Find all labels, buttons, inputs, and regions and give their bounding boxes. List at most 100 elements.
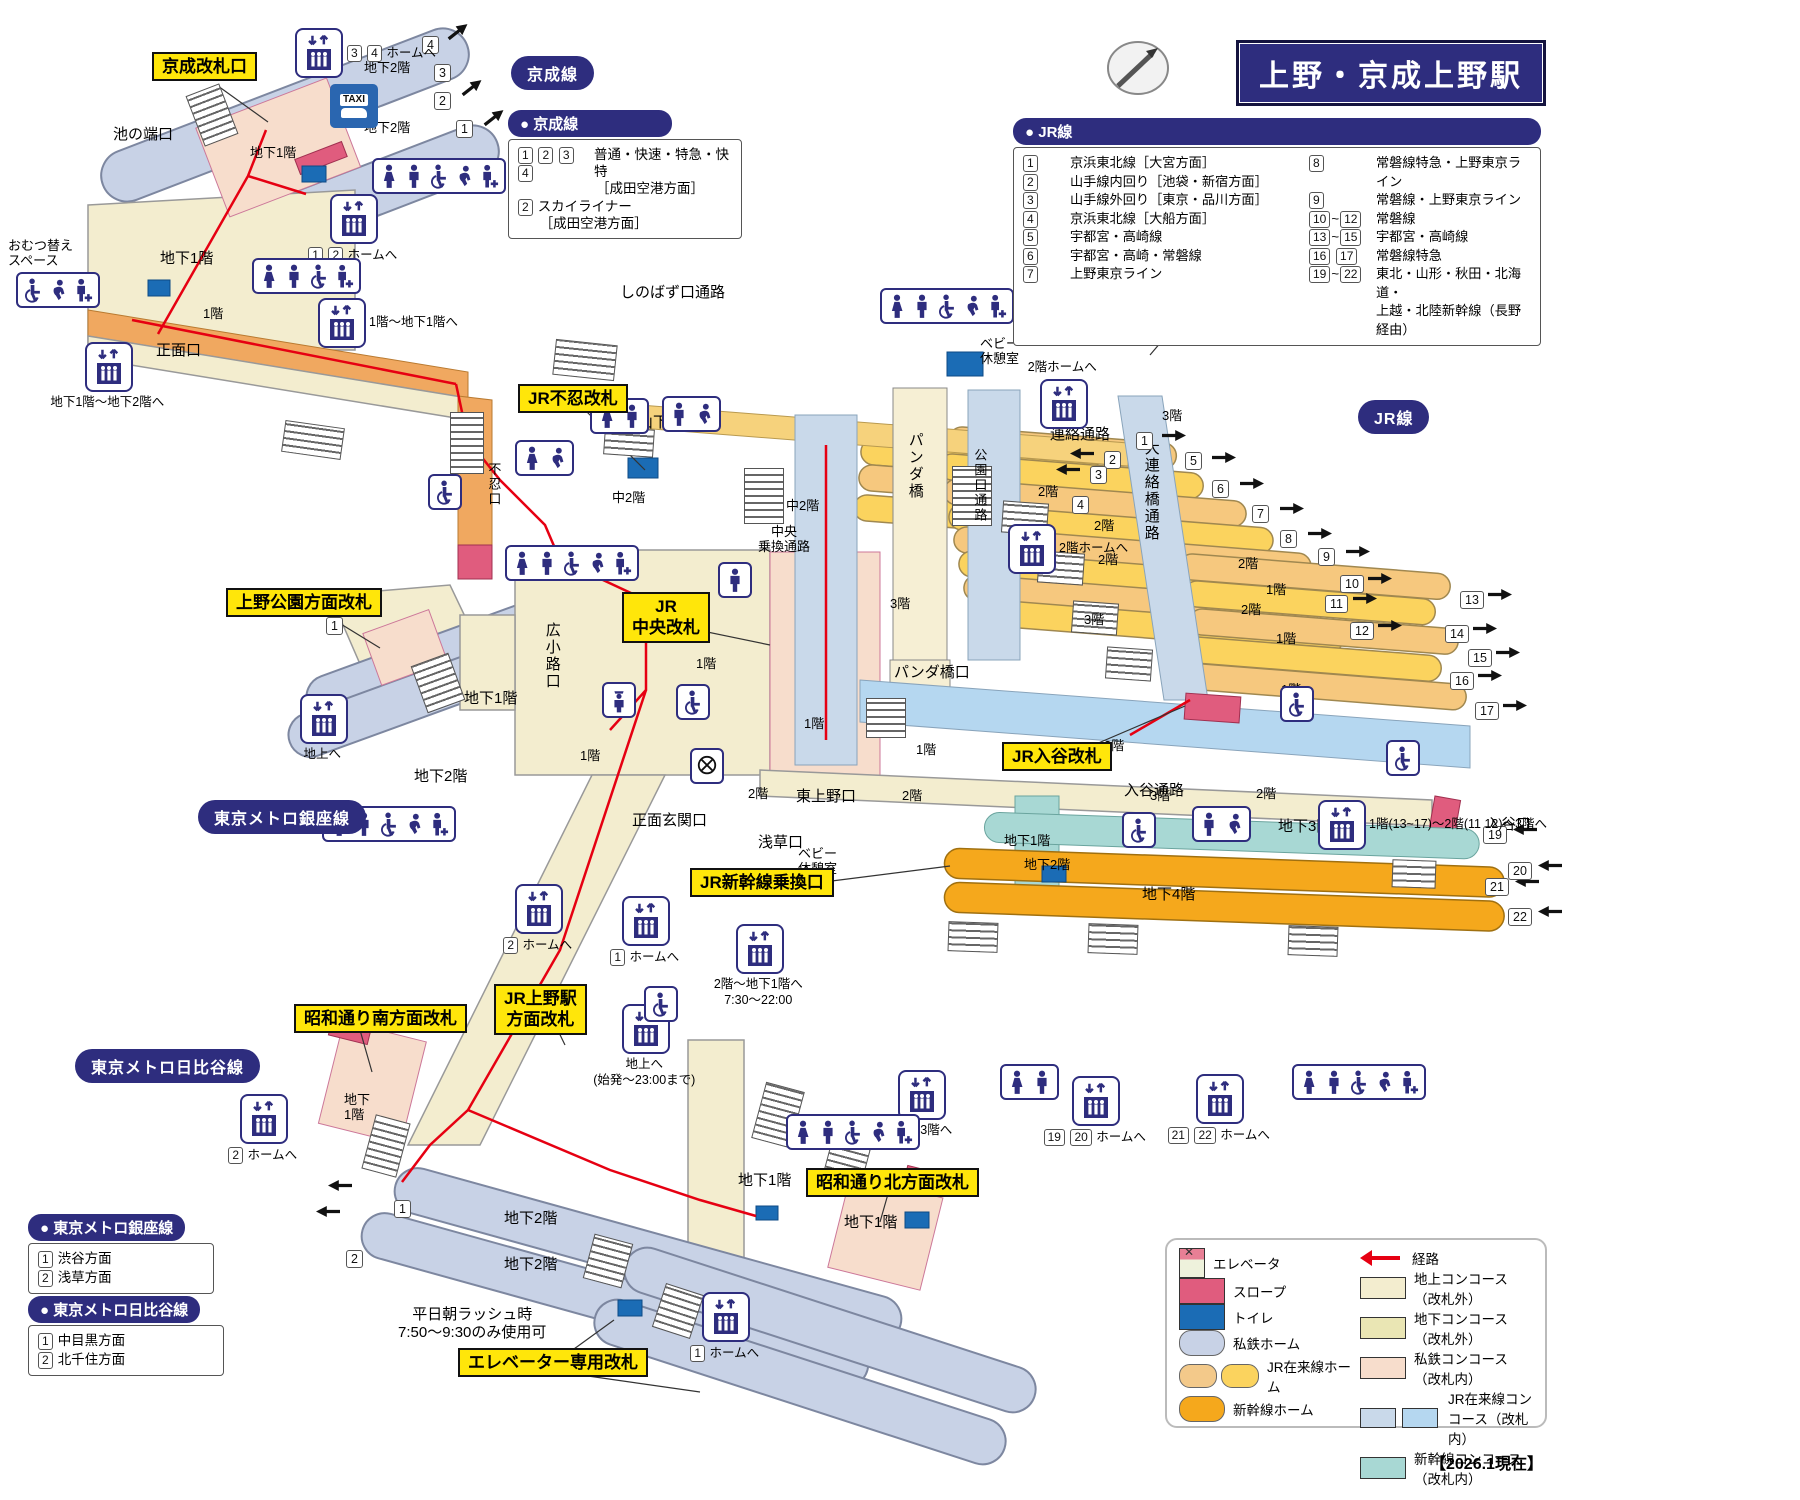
facility-icon-box <box>515 440 574 476</box>
direction-name: 北千住方面 <box>57 1352 126 1367</box>
legend-row: 4 京浜東北線［大船方面］ <box>1022 210 1302 229</box>
stairs-icon <box>1104 646 1154 682</box>
man-icon <box>674 402 684 426</box>
elevator-destination-label: 1 ホームへ <box>689 1345 762 1362</box>
elevator: 2階ホームへ <box>1008 524 1132 574</box>
legend-label: スロープ <box>1233 1285 1287 1300</box>
ticket-gate-label: JR新幹線乗換口 <box>690 868 834 898</box>
ticket-gate-label: JR 中央改札 <box>622 592 710 643</box>
direction-note: ［成田空港方面］ <box>539 216 648 231</box>
legend-row: 地上コンコース（改札外） <box>1360 1268 1533 1308</box>
ticket-gate-label: 上野公園方面改札 <box>226 588 382 618</box>
platform-number-chip: 12 <box>1350 622 1374 640</box>
legend-row: 2 山手線内回り［池袋・新宿方面］ <box>1022 173 1302 192</box>
service-name: 普通・快速・特急・快特 <box>594 147 730 179</box>
map-symbol-legend: エレベータ スロープ トイレ 私鉄ホーム JR在来線ホーム 新幹線ホーム <box>1165 1238 1547 1487</box>
elevator-destination-label: 2 ホームへ <box>502 937 575 954</box>
legend-row: 地下コンコース（改札外） <box>1360 1308 1533 1348</box>
legend-row: 新幹線コンコース（改札内） <box>1360 1448 1533 1488</box>
platform-numbers: 2 <box>517 198 534 232</box>
direction-name: 浅草方面 <box>57 1270 112 1285</box>
map-label: 1階 <box>203 306 224 321</box>
platform-numbers: 5 <box>1022 228 1066 247</box>
platform-numbers: 7 <box>1022 265 1066 284</box>
platform-number-chip: 7 <box>1252 505 1269 523</box>
platform-numbers: 13~15 <box>1308 228 1372 247</box>
legend-header: ● JR線 <box>1013 118 1541 145</box>
man-icon <box>1329 1070 1339 1094</box>
ostomate-icon <box>991 294 1007 318</box>
platform-numbers: 19~22 <box>1308 265 1372 339</box>
legend-row: 16 17 常磐線特急 <box>1308 247 1532 266</box>
legend-row: 2 スカイライナー ［成田空港方面］ <box>517 198 733 232</box>
platform-number-chip: 11 <box>1325 595 1348 613</box>
wheelchair-icon <box>25 278 40 303</box>
wheelchair-icon <box>939 294 954 319</box>
legend-label: エレベータ <box>1213 1257 1281 1272</box>
line-name: 山手線外回り［東京・品川方面］ <box>1070 192 1268 207</box>
map-label: 地下1階 <box>1004 833 1051 848</box>
elevator-icon <box>1196 1074 1244 1124</box>
wheelchair-icon <box>1395 746 1410 771</box>
map-label: 正面玄関口 <box>632 812 708 829</box>
ginza-line-legend: ● 東京メトロ銀座線 1 渋谷方面 2 浅草方面 <box>28 1214 214 1294</box>
platform-numbers: 8 <box>1308 154 1372 191</box>
baby-icon <box>1379 1071 1391 1093</box>
map-label: パンダ橋 <box>906 432 924 500</box>
legend-swatch <box>1360 1357 1406 1379</box>
legend-swatch <box>1360 1408 1440 1428</box>
map-label: 入谷通路 <box>1124 782 1185 799</box>
elevator: 1 2 ホームへ <box>308 194 397 264</box>
badge-keisei-line: 京成線 <box>511 56 595 90</box>
stairs-icon <box>744 468 784 524</box>
direction-arrow-icon <box>1503 700 1527 711</box>
legend-row: JR在来線ホーム <box>1179 1356 1352 1396</box>
stairs-icon <box>450 412 484 474</box>
man-icon <box>289 264 299 288</box>
legend-row: 新幹線ホーム <box>1179 1396 1352 1422</box>
legend-row: 7 上野東京ライン <box>1022 265 1302 284</box>
elevator-destination-label: 1階～地下1階へ <box>369 315 462 330</box>
platform-numbers: 10~12 <box>1308 210 1372 229</box>
elevator-icon <box>898 1070 946 1120</box>
platform-number-chip: 6 <box>1212 480 1229 498</box>
legend-label: 地下コンコース（改札外） <box>1414 1312 1508 1347</box>
baby-icon <box>459 165 471 187</box>
legend-swatch <box>1360 1457 1406 1479</box>
facility-icon-box <box>1192 806 1251 842</box>
facility-icon-box <box>1122 812 1156 848</box>
elevator: 1階(13~17)～2階(11 12)～3階へ <box>1318 800 1550 850</box>
woman-icon <box>383 164 395 188</box>
elevator: 3 4 ホームへ <box>295 28 439 78</box>
woman-icon <box>891 294 903 318</box>
map-label: パンダ橋口 <box>894 664 970 681</box>
jr-line-legend: ● JR線 1 京浜東北線［大宮方面］ 2 山手線内回り［池袋・新宿方面］ 3 … <box>1013 118 1541 346</box>
baby-icon <box>873 1121 885 1143</box>
elevator-destination-label: 2階ホームへ <box>1059 541 1132 556</box>
platform-number-chip: 9 <box>1318 548 1335 566</box>
map-label: 地下2階 <box>414 768 468 785</box>
elevator: 1 ホームへ <box>690 1292 759 1362</box>
map-label: 平日朝ラッシュ時 7:50～9:30のみ使用可 <box>398 1306 547 1341</box>
legend-swatch <box>1179 1245 1205 1278</box>
current-date-note: 【2026.1現在】 <box>1430 1456 1543 1473</box>
stairs-icon <box>552 338 618 382</box>
ticket-gate-label: JR入谷改札 <box>1002 742 1112 772</box>
elevator-destination-label: 1 ホームへ <box>609 949 682 966</box>
ticket-gate-label: エレベーター専用改札 <box>458 1348 648 1378</box>
legend-row: 19~22 東北・山形・秋田・北海道・ 上越・北陸新幹線（長野経由） <box>1308 265 1532 339</box>
legend-label: 地上コンコース（改札外） <box>1414 1272 1508 1307</box>
platform-numbers: 16 17 <box>1308 247 1372 266</box>
car-icon <box>341 108 367 118</box>
baby-icon <box>1229 813 1241 835</box>
facility-icon-box <box>718 562 752 598</box>
elevator-icon <box>515 884 563 934</box>
legend-row: 私鉄コンコース（改札内） <box>1360 1348 1533 1388</box>
man-icon <box>542 551 552 575</box>
line-name: 常磐線特急 <box>1376 247 1442 263</box>
elevator-destination-label: 地下1階～地下2階へ <box>50 395 168 409</box>
map-label: ベビー 休憩室 <box>980 336 1020 367</box>
ticket-gate-label: 昭和通り南方面改札 <box>294 1004 467 1034</box>
facility-icon-box <box>602 682 636 718</box>
direction-arrow-icon <box>1212 452 1236 463</box>
